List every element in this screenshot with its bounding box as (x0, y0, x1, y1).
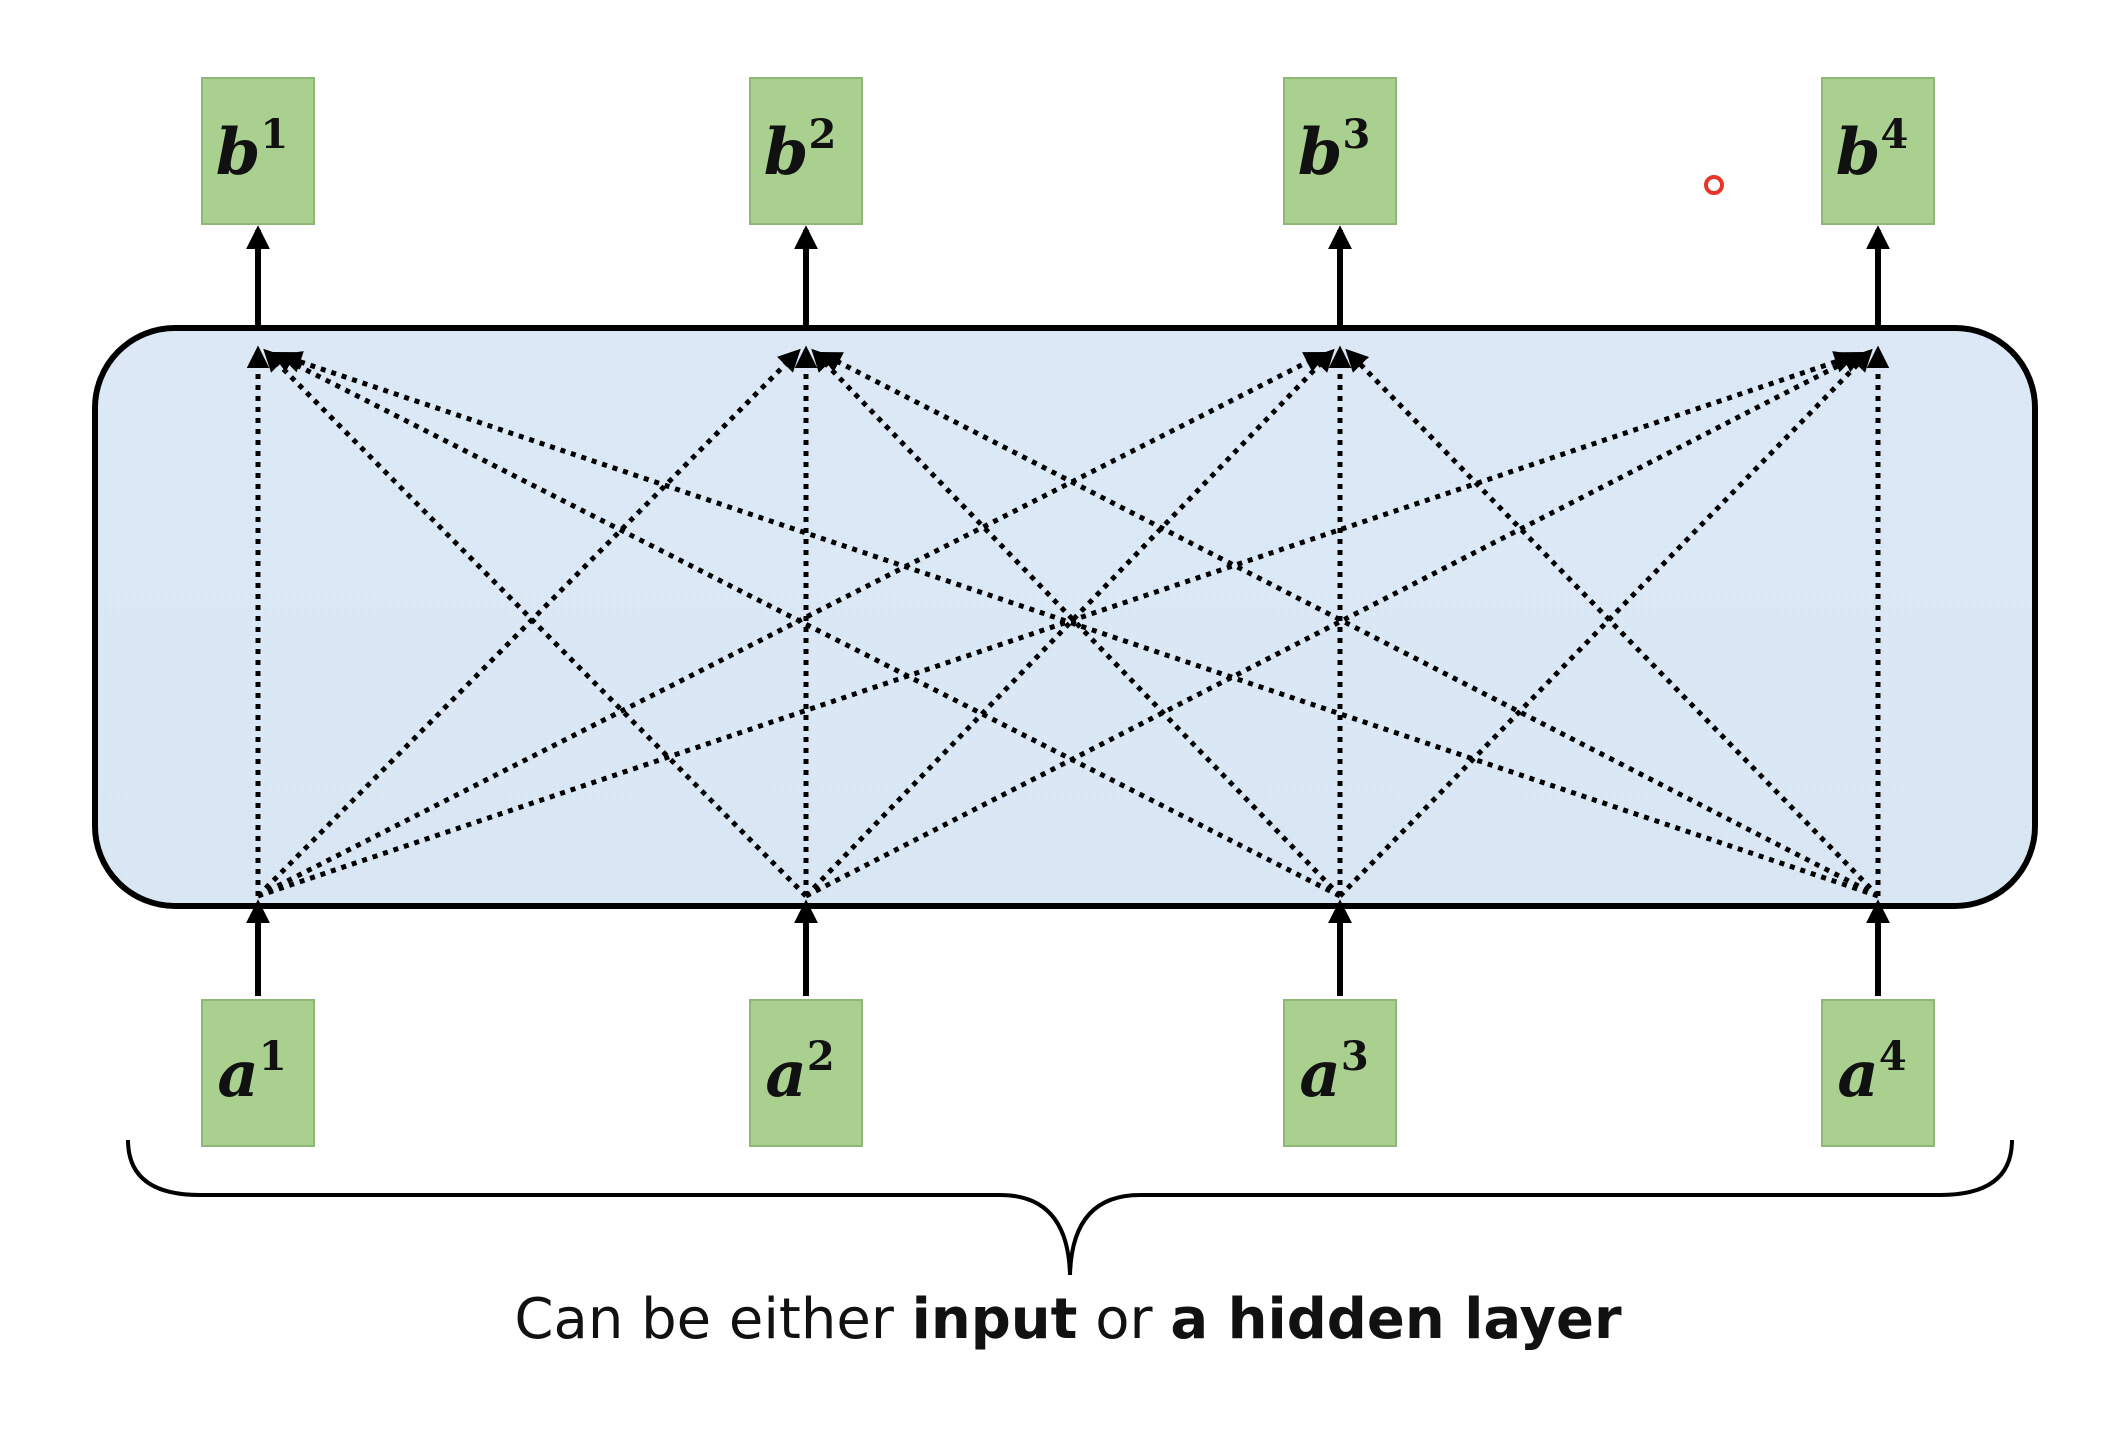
layer-texture (98, 331, 2032, 903)
input-sup: 4 (1879, 1033, 1907, 1080)
input-sup: 3 (1341, 1033, 1369, 1080)
output-node-label: b3 (1298, 111, 1371, 190)
output-sup: 4 (1880, 111, 1908, 158)
output-node-label: b1 (216, 111, 289, 190)
output-node-2: b2 (749, 77, 863, 225)
output-var: b (216, 115, 261, 190)
input-node-label: a1 (217, 1033, 286, 1112)
output-node-box (1821, 77, 1935, 225)
connection-a1-b2 (256, 348, 801, 898)
output-sup: 1 (260, 111, 288, 158)
input-sup: 2 (807, 1033, 835, 1080)
connection-a1-b3 (256, 351, 1328, 899)
input-node-box (1283, 999, 1397, 1147)
output-node-3: b3 (1283, 77, 1397, 225)
input-node-label: a4 (1837, 1033, 1906, 1112)
output-node-label: b4 (1836, 111, 1909, 190)
curly-brace (126, 1139, 2014, 1276)
output-sup: 3 (1342, 111, 1370, 158)
output-node-box (201, 77, 315, 225)
input-node-2: a2 (749, 999, 863, 1147)
output-node-1: b1 (201, 77, 315, 225)
output-var: b (1298, 115, 1343, 190)
output-var: b (764, 115, 809, 190)
connection-a3-b2 (811, 348, 1342, 898)
output-node-label: b2 (764, 111, 837, 190)
connection-a3-b1 (270, 351, 1342, 899)
input-node-3: a3 (1283, 999, 1397, 1147)
pointer-dot (1704, 175, 1724, 195)
caption-middle: or (1077, 1287, 1170, 1352)
input-node-label: a3 (1299, 1033, 1368, 1112)
input-node-label: a2 (765, 1033, 834, 1112)
caption-bold-input: input (912, 1287, 1078, 1352)
caption-bold-hidden: a hidden layer (1170, 1287, 1622, 1352)
input-var: a (765, 1037, 806, 1112)
output-node-4: b4 (1821, 77, 1935, 225)
input-var: a (1837, 1037, 1878, 1112)
input-var: a (217, 1037, 258, 1112)
input-node-1: a1 (201, 999, 315, 1147)
connection-a2-b3 (804, 348, 1335, 898)
input-node-box (201, 999, 315, 1147)
input-var: a (1299, 1037, 1340, 1112)
io-arrows (246, 225, 1890, 996)
output-node-box (749, 77, 863, 225)
connection-a2-b1 (263, 348, 808, 898)
input-node-box (749, 999, 863, 1147)
attention-connections (246, 345, 1890, 899)
caption-prefix: Can be either (514, 1287, 911, 1352)
input-node-4: a4 (1821, 999, 1935, 1147)
output-node-box (1283, 77, 1397, 225)
input-node-box (1821, 999, 1935, 1147)
output-var: b (1836, 115, 1881, 190)
input-sup: 1 (259, 1033, 287, 1080)
output-sup: 2 (808, 111, 836, 158)
caption: Can be either input or a hidden layer (514, 1287, 1622, 1352)
